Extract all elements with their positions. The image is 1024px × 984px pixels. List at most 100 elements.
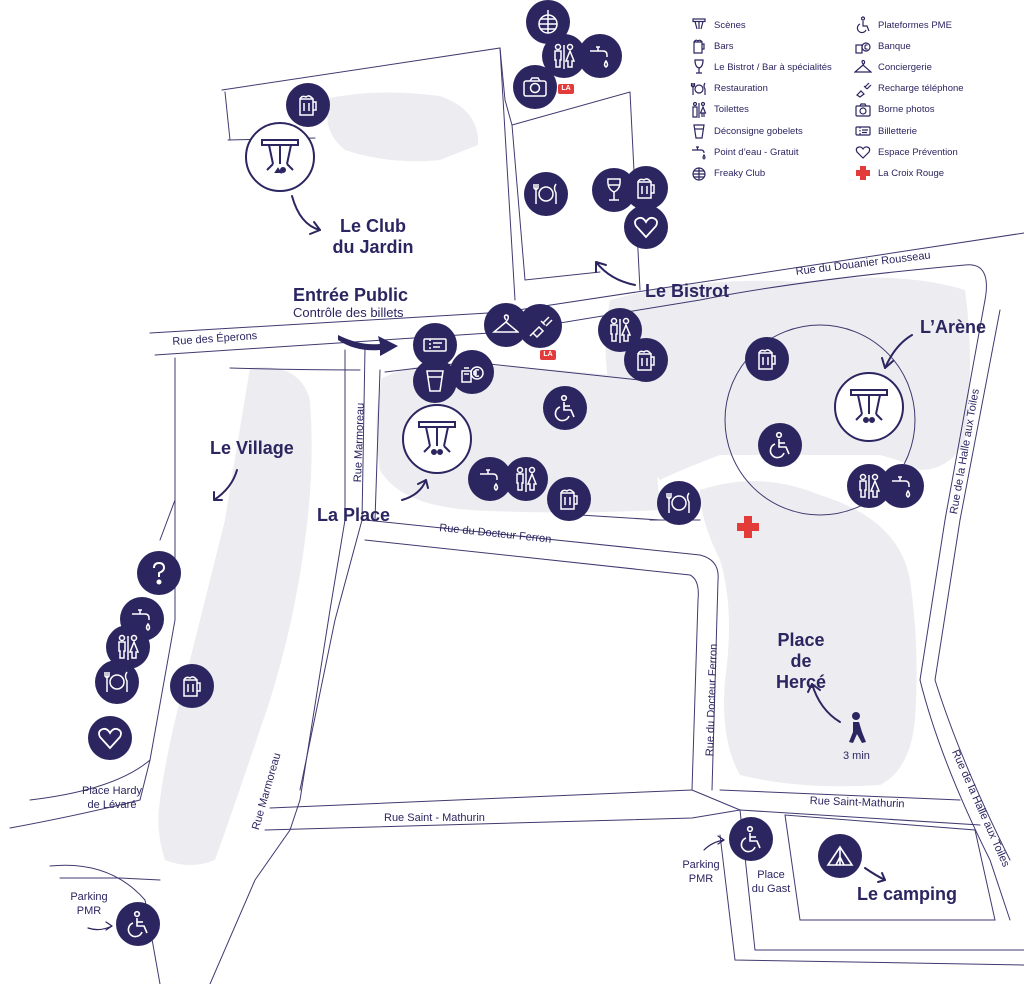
toilets-icon [610, 317, 632, 343]
heart-icon [855, 146, 871, 160]
water-tap-icon [892, 476, 911, 498]
beer-icon [758, 349, 776, 370]
wine-glass-icon [607, 178, 621, 201]
la-badge-entrance: LA [540, 350, 556, 360]
pin-bank[interactable] [450, 350, 494, 394]
toilets-icon [516, 466, 538, 492]
arrow-camping [864, 867, 886, 881]
arrow-bistrot [595, 261, 636, 286]
place-hardy-label: Place Hardy de Lévaré [82, 785, 142, 811]
stage-arene[interactable] [834, 372, 904, 442]
stage-club-jardin[interactable] [245, 122, 315, 192]
red-cross-icon [737, 516, 759, 538]
cup-icon [693, 124, 705, 139]
beer-icon [637, 178, 655, 199]
legend-label: La Croix Rouge [878, 167, 945, 179]
bank-icon [461, 366, 484, 383]
legend-label: Point d’eau - Gratuit [714, 146, 799, 158]
restaurant-icon [104, 671, 128, 692]
zone-place-herce-label: Place de Hercé [775, 630, 827, 692]
pin-bar-place[interactable] [547, 477, 591, 521]
camera-icon [855, 103, 871, 117]
legend-label: Recharge téléphone [878, 83, 964, 95]
pin-prevention-village[interactable] [88, 716, 132, 760]
stage-la-place[interactable] [402, 404, 472, 474]
disco-ball-icon [692, 167, 706, 181]
wheelchair-icon [740, 825, 761, 853]
restaurant-icon [666, 492, 690, 513]
tent-icon [826, 845, 854, 866]
arrow-parking-right [703, 839, 725, 851]
pin-cup-return[interactable] [413, 359, 457, 403]
arrow-village [213, 469, 238, 501]
pin-accessibility-place[interactable] [543, 386, 587, 430]
zone-controle-label: Contrôle des billets [293, 305, 404, 320]
pin-prevention-bistrot[interactable] [624, 205, 668, 249]
arrows [87, 195, 913, 931]
legend-item-water-tap: Point d’eau - Gratuit [690, 143, 799, 161]
legend-label: Freaky Club [714, 167, 766, 179]
walking-person-icon [849, 712, 866, 743]
beer-icon [637, 350, 655, 371]
red-cross-icon [856, 166, 870, 181]
pin-camera[interactable] [513, 65, 557, 109]
arrow-club [291, 195, 321, 231]
disco-ball-icon [538, 10, 558, 34]
pin-parking-pmr-right[interactable] [729, 817, 773, 861]
pin-restaurant-bistrot[interactable] [524, 172, 568, 216]
legend-item-cup: Déconsigne gobelets [690, 122, 803, 140]
restaurant-icon [533, 183, 557, 204]
restaurant-icon [690, 82, 706, 95]
place-gast-label: Place du Gast [751, 869, 791, 895]
pin-restaurant-village[interactable] [95, 660, 139, 704]
parking-pmr-left-label: Parking PMR [70, 891, 108, 917]
ticket-icon [855, 126, 871, 136]
pin-water-top[interactable] [578, 34, 622, 78]
pin-bar-bistrot-lower[interactable] [624, 338, 668, 382]
pin-bar-arene[interactable] [745, 337, 789, 381]
area-la-place [376, 363, 660, 513]
toilets-icon [118, 634, 140, 660]
legend-item-restaurant: Restauration [690, 80, 768, 98]
wheelchair-icon [856, 16, 870, 34]
legend-item-phone-charge: Recharge téléphone [854, 80, 964, 98]
legend-label: Déconsigne gobelets [714, 125, 803, 137]
pin-accessibility-arene[interactable] [758, 423, 802, 467]
area-village [158, 367, 312, 865]
pin-parking-pmr-left[interactable] [116, 902, 160, 946]
pin-bar-village[interactable] [170, 664, 214, 708]
pin-water-arene[interactable] [880, 464, 924, 508]
pin-restaurant-herce[interactable] [657, 481, 701, 525]
legend-label: Billetterie [878, 125, 918, 137]
legend-label: Plateformes PME [878, 19, 952, 31]
arrow-la-place [401, 479, 427, 501]
legend-label: Espace Prévention [878, 146, 958, 158]
pin-toilets-place[interactable] [504, 457, 548, 501]
pin-phone-charge[interactable] [518, 304, 562, 348]
legend-item-wine-glass: Le Bistrot / Bar à spécialités [690, 58, 832, 76]
water-tap-icon [480, 469, 499, 491]
stage-icon [418, 421, 456, 455]
zone-bistrot-label: Le Bistrot [645, 281, 730, 301]
pin-bar-bistrot[interactable] [624, 166, 668, 210]
legend-label: Restauration [714, 83, 768, 95]
zone-arene-label: L’Arène [920, 317, 987, 337]
water-tap-icon [590, 46, 609, 68]
legend-item-bank: Banque [854, 37, 911, 55]
zone-entree-public-label: Entrée Public [293, 285, 409, 305]
walk-time-label: 3 min [843, 750, 870, 762]
beer-icon [183, 676, 201, 697]
pin-camping[interactable] [818, 834, 862, 878]
la-badge-top: LA [558, 84, 574, 94]
parking-pmr-right-label: Parking PMR [682, 859, 720, 885]
water-tap-icon [692, 146, 706, 160]
wheelchair-icon [127, 910, 148, 938]
bank-icon [855, 42, 871, 54]
legend-item-red-cross: La Croix Rouge [854, 164, 944, 182]
beer-icon [560, 489, 578, 510]
zone-la-place-label: La Place [317, 505, 391, 525]
pin-info-village[interactable] [137, 551, 181, 595]
pin-bar-club[interactable] [286, 83, 330, 127]
